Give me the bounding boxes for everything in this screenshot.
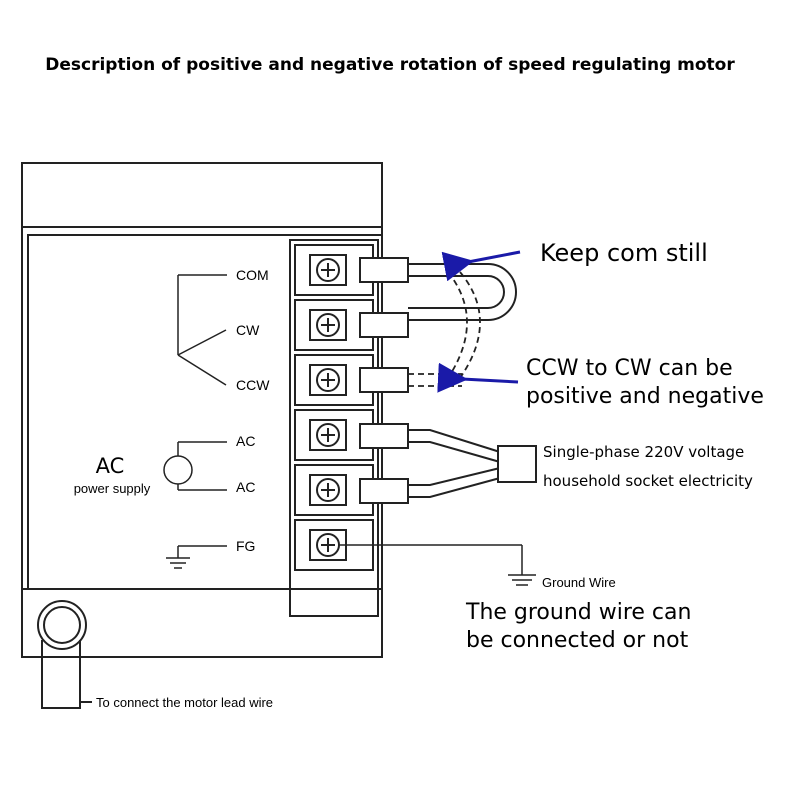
ground-wire-label: Ground Wire xyxy=(542,575,616,590)
callout-arrows xyxy=(437,250,521,393)
com-cw-jumper-wire xyxy=(408,263,517,321)
screw-ccw-icon xyxy=(309,364,347,396)
terminal-label-fg: FG xyxy=(236,538,255,554)
controller-housing xyxy=(21,162,383,658)
callout-ccw-line1: CCW to CW can be xyxy=(526,356,733,381)
connector-com xyxy=(359,257,409,283)
motor-cable-outlet-icon xyxy=(37,600,92,709)
motor-lead-label: To connect the motor lead wire xyxy=(96,695,273,710)
callout-single-phase-line2: household socket electricity xyxy=(543,472,753,490)
connector-ac1 xyxy=(359,423,409,449)
screw-com-icon xyxy=(309,254,347,286)
terminal-label-ac2: AC xyxy=(236,479,255,495)
terminal-label-cw: CW xyxy=(236,322,260,338)
direction-switch-symbol xyxy=(177,274,227,386)
connector-cw xyxy=(359,312,409,338)
arrow-ccw-icon xyxy=(437,362,519,393)
ac-supply-subtitle: power supply xyxy=(74,481,151,496)
terminal-label-ac1: AC xyxy=(236,433,255,449)
wire-connectors xyxy=(359,257,409,504)
ac-supply-title: AC xyxy=(96,454,125,478)
ccw-alternate-jumper xyxy=(408,271,481,387)
callout-keep-com: Keep com still xyxy=(540,239,708,267)
ac-supply-wires xyxy=(408,429,537,498)
callout-ccw-line2: positive and negative xyxy=(526,384,764,409)
terminal-label-com: COM xyxy=(236,267,269,283)
screw-cw-icon xyxy=(309,309,347,341)
callout-ground-optional-line1: The ground wire can xyxy=(465,600,691,625)
diagram-title: Description of positive and negative rot… xyxy=(45,55,735,75)
terminal-labels: COM CW CCW AC AC FG xyxy=(236,267,270,554)
screw-ac1-icon xyxy=(309,419,347,451)
screw-ac2-icon xyxy=(309,474,347,506)
connector-ccw xyxy=(359,367,409,393)
arrow-keep-com-icon xyxy=(441,250,521,282)
external-ground-wire xyxy=(339,544,536,586)
terminal-label-ccw: CCW xyxy=(236,377,270,393)
callout-ground-optional-line2: be connected or not xyxy=(466,628,689,653)
callout-single-phase-line1: Single-phase 220V voltage xyxy=(543,443,744,461)
connector-ac2 xyxy=(359,478,409,504)
internal-ground-icon xyxy=(166,545,227,569)
ac-source-icon xyxy=(163,441,227,491)
